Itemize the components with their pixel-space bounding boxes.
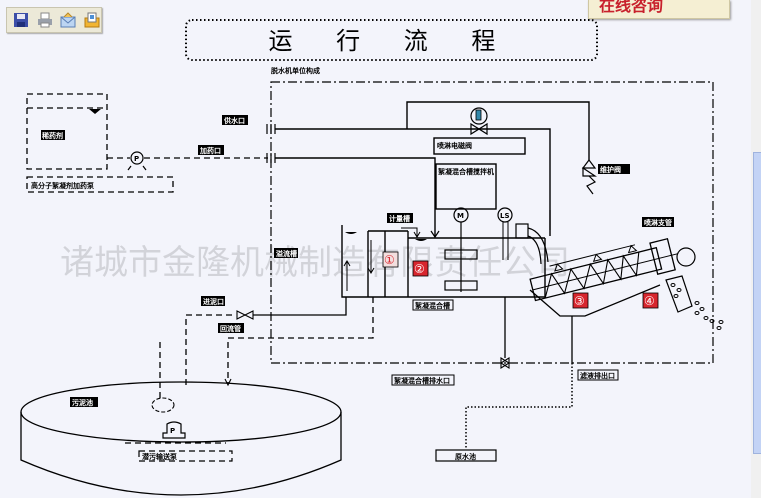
online-consult-popup[interactable]: 在线咨询 [588, 0, 730, 19]
toolbar [6, 7, 102, 33]
medicine-tank [26, 93, 108, 170]
label-flocculation-tank: 絮凝混合槽 [415, 301, 450, 310]
print-preview-icon [84, 12, 100, 28]
save-button[interactable] [12, 11, 30, 29]
label-dosing: 加药口 [199, 146, 221, 155]
svg-text:④: ④ [644, 294, 655, 308]
watermark: 诸城市金隆机械制造有限责任公司 [60, 243, 570, 283]
sludge-pool [20, 381, 342, 496]
label-submersible-pump: 潜污输送泵 [142, 452, 177, 461]
label-raw-water-pool: 原水池 [455, 452, 476, 461]
label-spray-valve: 喷淋电磁阀 [437, 141, 472, 150]
dosing-pump-icon [130, 151, 144, 165]
printer-icon [37, 12, 52, 28]
dosing-pump-marker: P [134, 155, 139, 163]
scrollbar-thumb[interactable] [753, 152, 761, 454]
label-drain: 絮凝混合槽排水口 [394, 376, 450, 385]
label-return-pipe: 回流管 [220, 324, 241, 333]
envelope-icon [60, 12, 76, 28]
unit-caption: 脱水机单位构成 [271, 66, 320, 75]
step-1-marker [382, 251, 399, 268]
svg-text:②: ② [414, 262, 425, 276]
svg-text:M: M [457, 212, 464, 220]
step-2-marker [412, 260, 429, 277]
mixer-box [435, 163, 497, 210]
level-switch-icon [497, 207, 513, 223]
label-inlet: 进泥口 [203, 297, 224, 306]
sludge-cake-icon [670, 283, 724, 330]
svg-text:LS: LS [500, 212, 510, 220]
label-spray-pipe: 喷淋支管 [644, 218, 672, 227]
svg-text:P: P [170, 427, 175, 435]
screw-press [529, 237, 679, 302]
floppy-disk-icon [13, 13, 28, 27]
screw-motor-icon [676, 247, 696, 267]
label-polymer-device: 高分子絮凝剂加药泵 [31, 181, 94, 190]
submersible-pump-icon [162, 421, 186, 439]
label-overflow: 溢流槽 [276, 249, 297, 258]
label-mixer: 絮凝混合槽搅拌机 [438, 167, 494, 176]
label-maintenance-valve: 维护阀 [600, 165, 621, 174]
online-consult-label: 在线咨询 [599, 0, 664, 15]
step-3-marker [572, 292, 589, 309]
svg-text:①: ① [384, 253, 395, 267]
label-metering-tank: 计量槽 [389, 214, 410, 223]
svg-text:③: ③ [574, 294, 585, 308]
page-title: 运 行 流 程 [269, 27, 514, 55]
title-frame [185, 19, 598, 61]
label-water-supply: 供水口 [223, 116, 245, 125]
polymer-device-frame [26, 176, 174, 193]
label-sludge-pool: 污泥池 [72, 398, 93, 407]
solenoid-valve-icon [470, 107, 488, 125]
email-button[interactable] [60, 11, 78, 29]
unit-boundary [270, 81, 714, 364]
step-4-marker [642, 292, 659, 309]
water-level-icon [89, 109, 101, 114]
print-button[interactable] [36, 11, 54, 29]
print-preview-button[interactable] [83, 11, 101, 29]
label-medicine-tank: 稀药剂 [42, 131, 63, 140]
label-filtrate-outlet: 滤液排出口 [580, 371, 615, 380]
